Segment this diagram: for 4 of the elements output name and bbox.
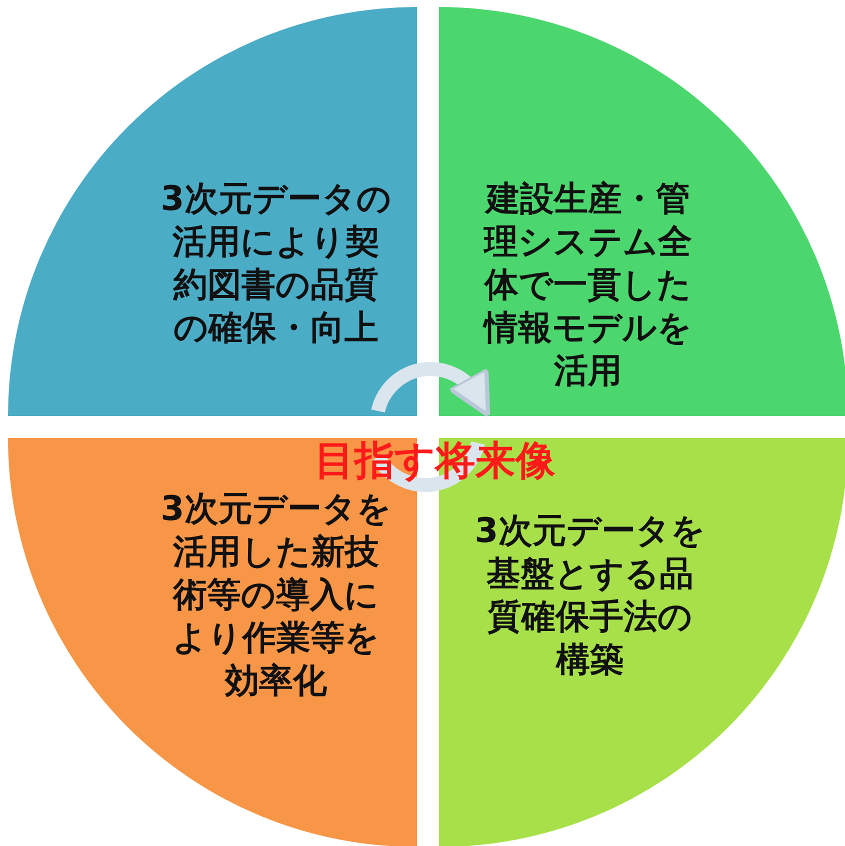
quadrant-text: 3次元データの活用により契約図書の品質の確保・向上 <box>160 178 392 350</box>
quadrant-text: 3次元データを活用した新技術等の導入により作業等を効率化 <box>160 488 392 703</box>
quadrant-text: 3次元データを基盤とする品質確保手法の構築 <box>474 510 706 682</box>
quadrant-text: 建設生産・管理システム全体で一貫した情報モデルを活用 <box>482 178 693 393</box>
